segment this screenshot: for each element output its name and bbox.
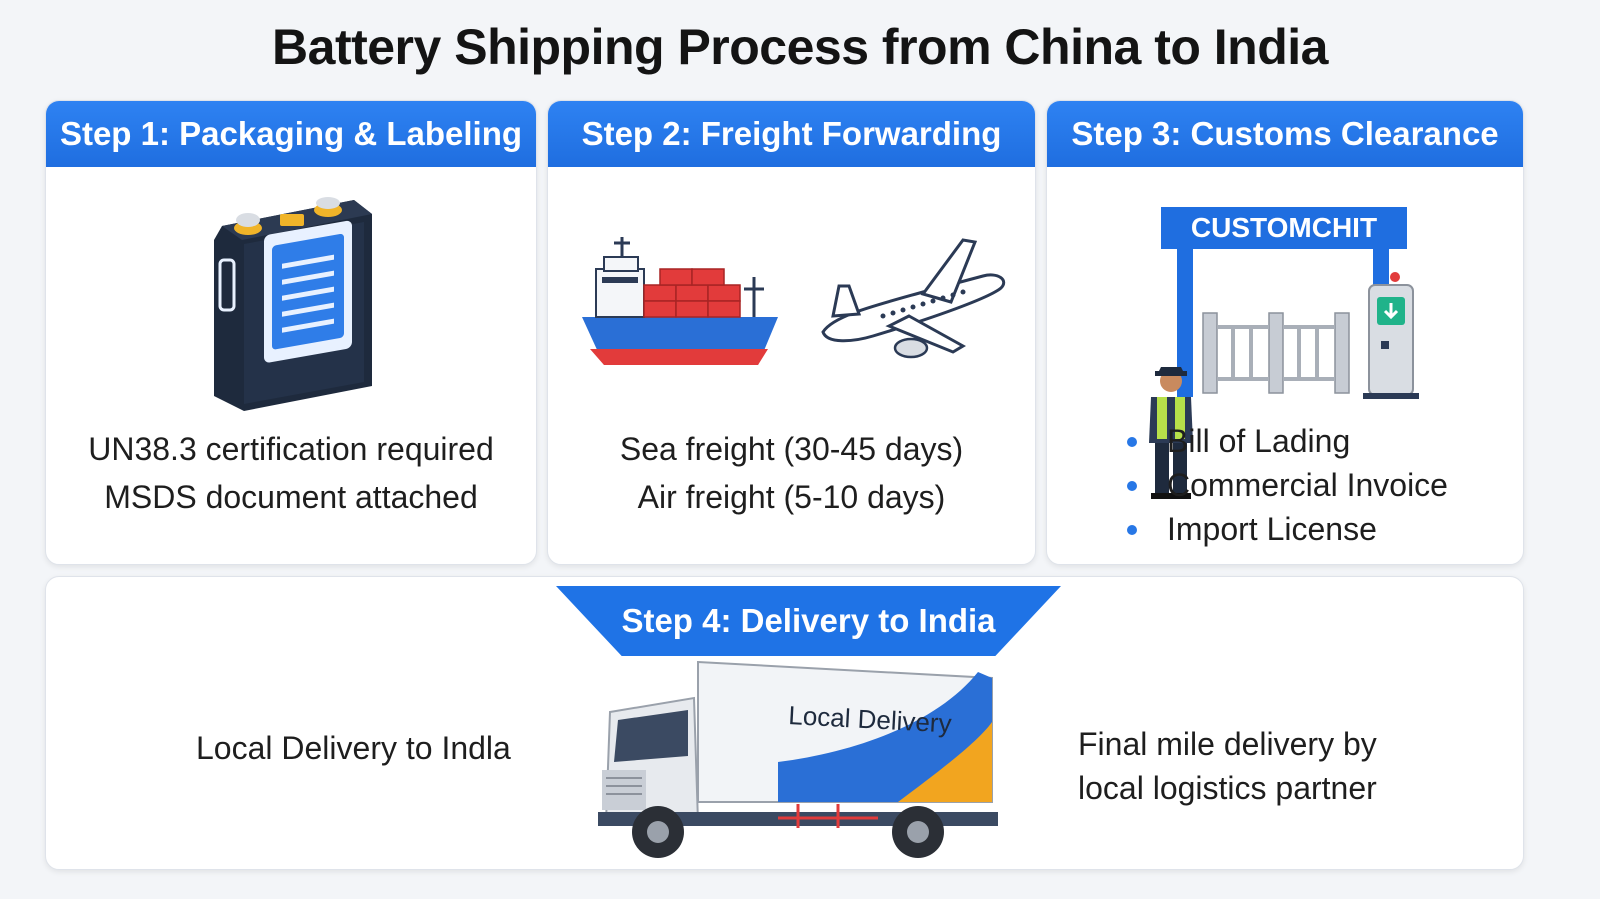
step-3-heading: Step 3: Customs Clearance [1047, 101, 1523, 167]
step-4-right-line-1: Final mile delivery by [1078, 726, 1377, 762]
airplane-icon [821, 238, 1006, 359]
page-title: Battery Shipping Process from China to I… [272, 19, 1328, 75]
delivery-truck-icon: Local Delivery [598, 660, 998, 858]
step-2-card: Step 2: Freight Forwarding Sea freight (… [547, 100, 1036, 565]
customs-officer-icon [1149, 367, 1193, 499]
step-3-card: Step 3: Customs Clearance CUSTOMCHIT [1046, 100, 1524, 565]
step-2-line-1: Sea freight (30-45 days) [619, 431, 964, 467]
cargo-ship-icon [582, 237, 778, 365]
step-4-right-line-2: local logistics partner [1078, 770, 1377, 806]
step-1-line-2: MSDS document attached [104, 479, 478, 515]
step-2-line-2: Air freight (5-10 days) [637, 479, 946, 515]
customs-gate-sign: CUSTOMCHIT [1191, 212, 1377, 243]
customs-gate-icon: CUSTOMCHIT [1161, 207, 1419, 399]
step-1-heading: Step 1: Packaging & Labeling [46, 101, 536, 167]
step-2-heading: Step 2: Freight Forwarding [548, 101, 1035, 167]
step-1-line-1: UN38.3 certification required [88, 431, 494, 467]
step-4-heading: Step 4: Delivery to India [556, 586, 1061, 656]
list-item: Import License [1127, 507, 1448, 551]
step-1-card: Step 1: Packaging & Labeling UN38.3 cert… [45, 100, 537, 565]
battery-icon [214, 197, 372, 411]
list-item: Bill of Lading [1127, 419, 1448, 463]
step-3-document-list: Bill of Lading Commercial Invoice Import… [1127, 419, 1448, 551]
list-item: Commercial Invoice [1127, 463, 1448, 507]
step-4-left-text: Local Delivery to Indla [196, 730, 511, 766]
